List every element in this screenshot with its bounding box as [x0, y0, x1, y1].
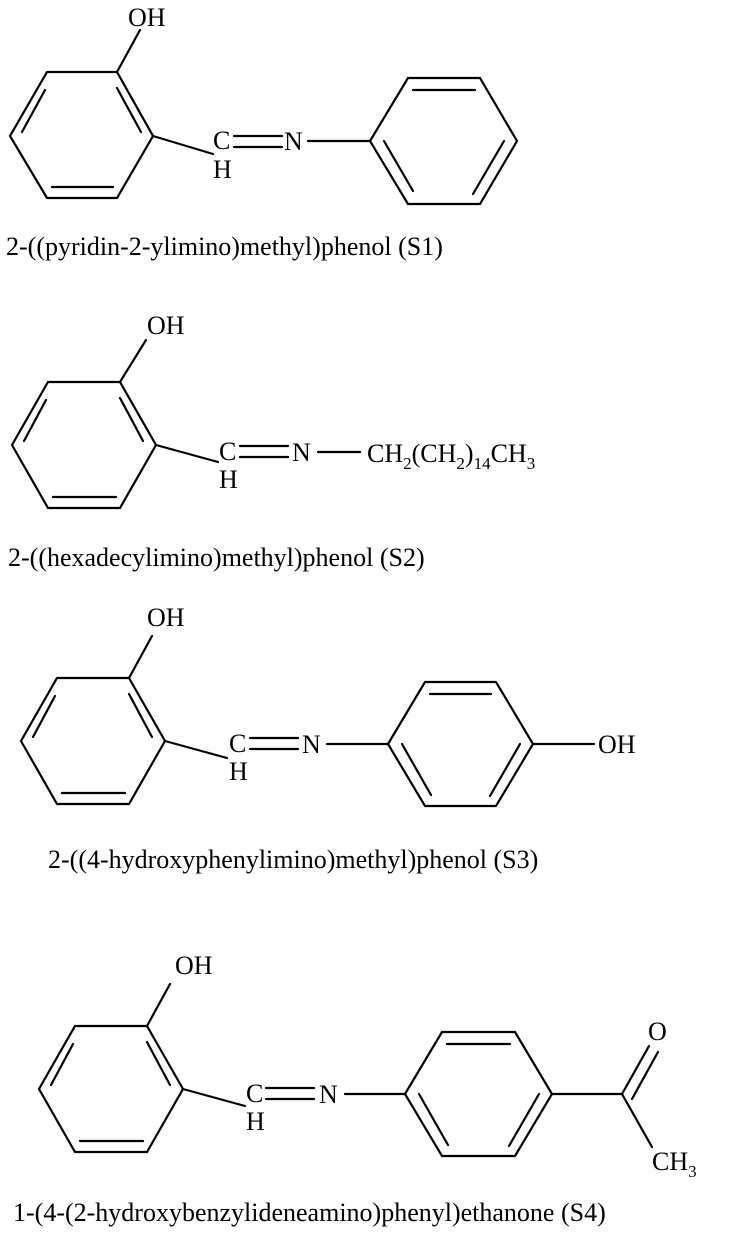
compound-name-s1: 2-((pyridin-2-ylimino)methyl)phenol (S1): [6, 232, 443, 261]
imine-nitrogen-label-s4: N: [319, 1080, 338, 1109]
imine-double-bond-s3: [248, 736, 300, 751]
imine-nitrogen-label-s3: N: [302, 730, 321, 759]
ring-to-ch-bond-s2: [154, 443, 220, 464]
oh-bond-s2: [118, 338, 148, 384]
compound-name-s3: 2-((4-hydroxyphenylimino)methyl)phenol (…: [48, 845, 539, 874]
ring-to-ch-bond-s1: [151, 134, 215, 156]
carbonyl-to-methyl-bond-s4: [620, 1092, 654, 1149]
compound-s2-structure: [10, 338, 362, 510]
phenol-ring-s1: [8, 70, 155, 200]
hydroxyl-label-s2: OH: [147, 311, 185, 340]
compound-name-s4: 1-(4-(2-hydroxybenzylideneamino)phenyl)e…: [13, 1198, 606, 1227]
alkyl-chain-formula-s2: CH2(CH2)14CH3: [367, 439, 535, 473]
oh-bond-s1: [115, 28, 142, 74]
imine-double-bond-s4: [264, 1086, 316, 1101]
phenyl-ring-s3: [386, 680, 535, 808]
imine-carbon-label-s1: C: [213, 126, 230, 155]
phenyl-ring-s4: [403, 1030, 554, 1158]
hydroxyl-label-s4: OH: [175, 951, 213, 980]
hydroxyl-label-s3: OH: [147, 603, 185, 632]
compound-s1-structure: [8, 28, 519, 206]
compound-s3-structure: [19, 634, 596, 808]
imine-carbon-label-s4: C: [246, 1079, 263, 1108]
compound-s4-structure: [37, 982, 660, 1158]
methyl-label-s4: CH3: [652, 1147, 697, 1181]
imine-hydrogen-label-s2: H: [219, 465, 238, 494]
imine-carbon-label-s2: C: [219, 437, 236, 466]
hydroxyl-label-s1: OH: [128, 3, 166, 32]
oh-bond-s3: [127, 634, 154, 680]
imine-double-bond-s2: [238, 444, 290, 459]
compound-name-s2: 2-((hexadecylimino)methyl)phenol (S2): [8, 543, 425, 572]
phenol-ring-s2: [10, 380, 158, 510]
carbonyl-double-bond-s4: [620, 1044, 660, 1101]
imine-hydrogen-label-s4: H: [246, 1107, 265, 1136]
imine-hydrogen-label-s3: H: [229, 757, 248, 786]
phenyl-ring-s1: [368, 76, 519, 206]
imine-hydrogen-label-s1: H: [213, 155, 232, 184]
oh-bond-s4: [145, 982, 172, 1028]
phenol-ring-s3: [19, 676, 167, 806]
ring-to-ch-bond-s4: [181, 1087, 247, 1108]
imine-carbon-label-s3: C: [229, 729, 246, 758]
carbonyl-oxygen-label-s4: O: [648, 1017, 667, 1046]
ring-to-ch-bond-s3: [163, 739, 229, 760]
imine-nitrogen-label-s2: N: [292, 438, 311, 467]
imine-double-bond-s1: [232, 134, 284, 149]
imine-nitrogen-label-s1: N: [284, 127, 303, 156]
phenol-ring-s4: [37, 1024, 185, 1154]
para-hydroxyl-label-s3: OH: [598, 730, 636, 759]
